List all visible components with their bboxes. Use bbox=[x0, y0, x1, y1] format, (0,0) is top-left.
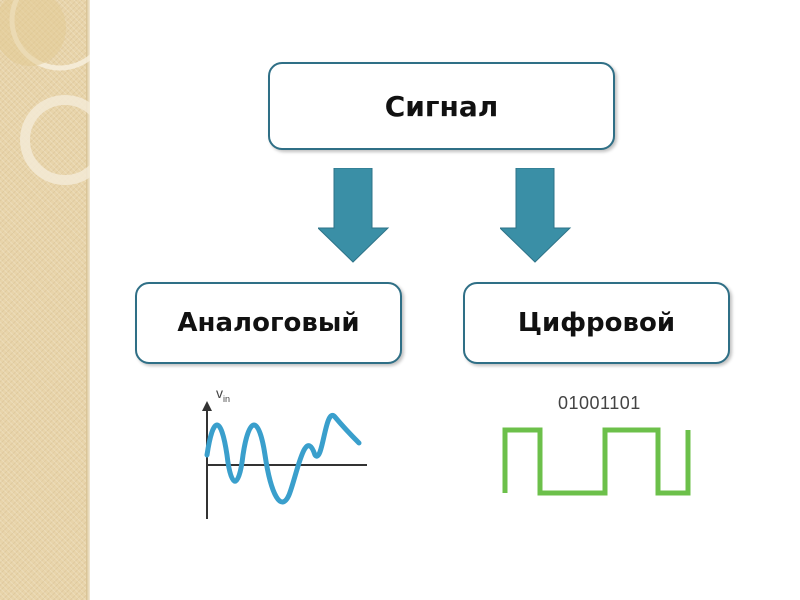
side-strip-edge bbox=[86, 0, 90, 600]
arrow-down-right bbox=[500, 168, 572, 263]
digital-waveform-plot bbox=[502, 427, 691, 496]
decorative-circles bbox=[0, 0, 90, 185]
root-node: Сигнал bbox=[268, 62, 615, 150]
digital-node: Цифровой bbox=[463, 282, 730, 364]
digital-node-label: Цифровой bbox=[517, 308, 676, 338]
digital-bit-string: 01001101 bbox=[558, 393, 641, 413]
analog-axis-label: vin bbox=[216, 385, 231, 404]
digital-square-wave bbox=[502, 427, 691, 496]
analog-node: Аналоговый bbox=[135, 282, 402, 364]
analog-y-axis-arrow bbox=[202, 401, 212, 411]
root-node-label: Сигнал bbox=[384, 89, 499, 123]
arrow-down-left bbox=[318, 168, 390, 263]
analog-sine-wave bbox=[204, 412, 362, 505]
analog-waveform-plot bbox=[202, 401, 367, 519]
analog-node-label: Аналоговый bbox=[177, 308, 360, 338]
